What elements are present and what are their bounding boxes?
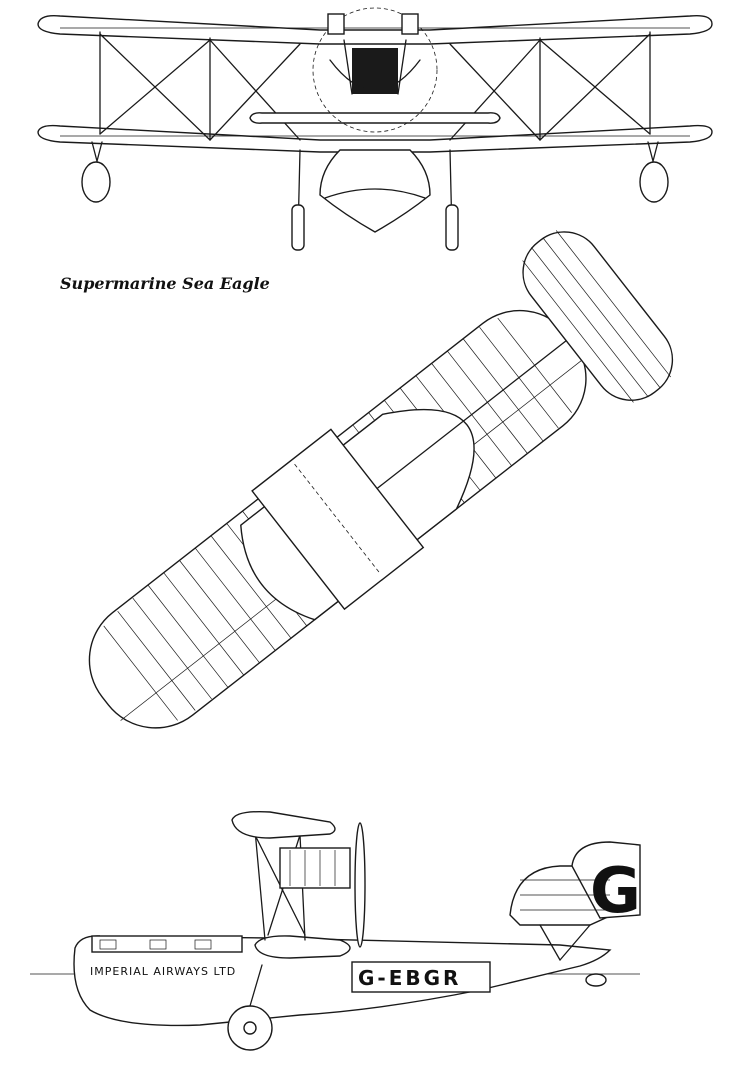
fin-letter: G	[590, 854, 641, 927]
front-hull	[319, 149, 431, 233]
plan-tailplane	[522, 231, 674, 401]
side-engine	[279, 847, 351, 889]
front-undercarriage	[291, 149, 459, 251]
front-engine	[312, 7, 438, 133]
front-view	[37, 7, 713, 251]
caption: Supermarine Sea Eagle	[60, 274, 270, 293]
front-lower-wing	[37, 124, 713, 153]
side-cabin	[91, 935, 243, 953]
registration-panel	[351, 961, 491, 993]
side-propeller	[354, 822, 366, 948]
front-struts	[60, 27, 690, 141]
front-upper-wing	[37, 14, 713, 45]
front-floats	[81, 141, 669, 203]
front-tailplane	[249, 112, 501, 124]
side-view: IMPERIAL AIRWAYS LTD G-EBGR G	[30, 810, 641, 1051]
registration: G-EBGR	[358, 966, 461, 990]
hull-lettering: IMPERIAL AIRWAYS LTD	[90, 965, 236, 978]
plan-view	[88, 230, 674, 729]
side-upper-wing	[231, 810, 336, 839]
